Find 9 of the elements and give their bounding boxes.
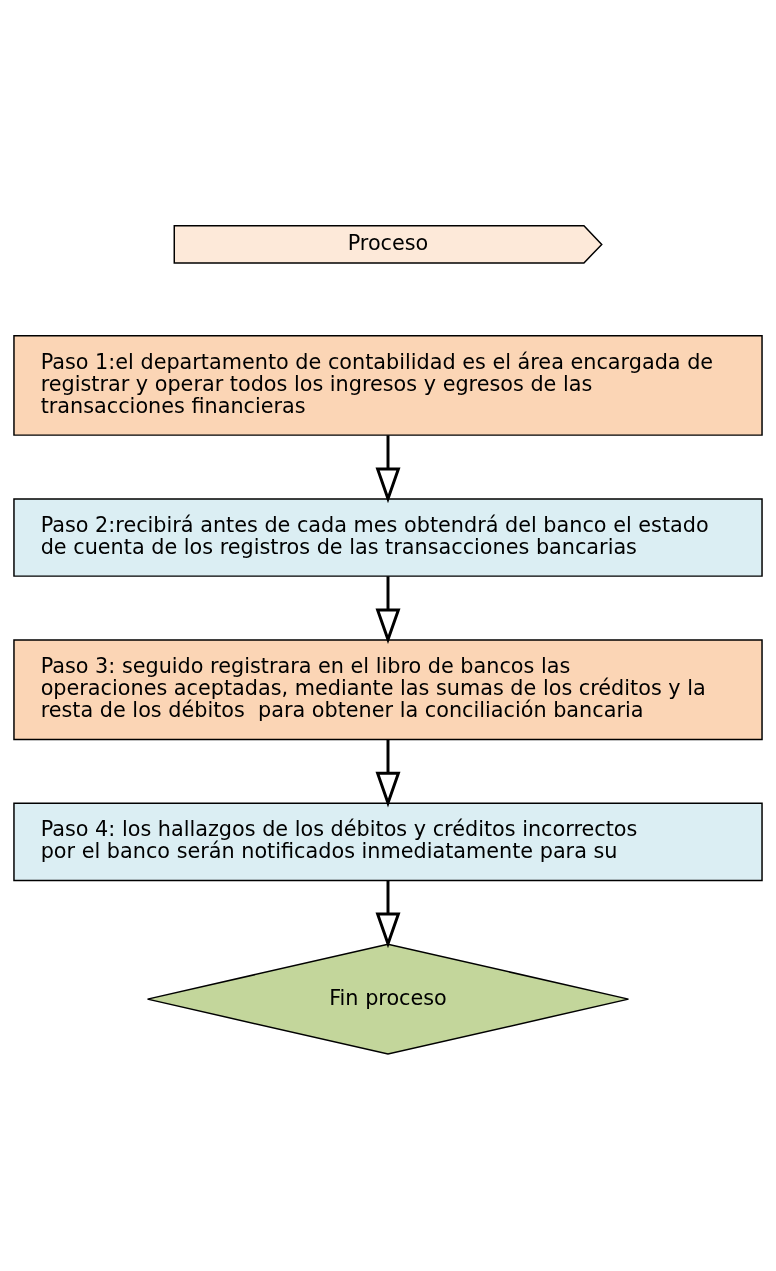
node-diamond: Fin proceso [146,943,630,1055]
node-box: Paso 2:recibirá antes de cada mes obtendrá del banco el estado de cuenta de los registros de las transacciones bancarias [13,498,763,577]
node-box: Paso 1:el departamento de contabilidad es el área encargada de registrar y operar todos los ingresos y egresos de las transacciones financieras [13,334,763,436]
arrow [375,576,401,645]
arrow [375,739,401,808]
node-box: Paso 4: los hallazgos de los débitos y créditos incorrectos por el banco serán notificados inmediatamente para su [13,802,763,882]
arrow [375,435,401,504]
node-box: Paso 3: seguido registrara en el libro de bancos las operaciones aceptadas, mediante las sumas de los créditos y la resta de los débitos para obtener la conciliación bancaria [13,639,763,741]
arrow [375,880,401,949]
